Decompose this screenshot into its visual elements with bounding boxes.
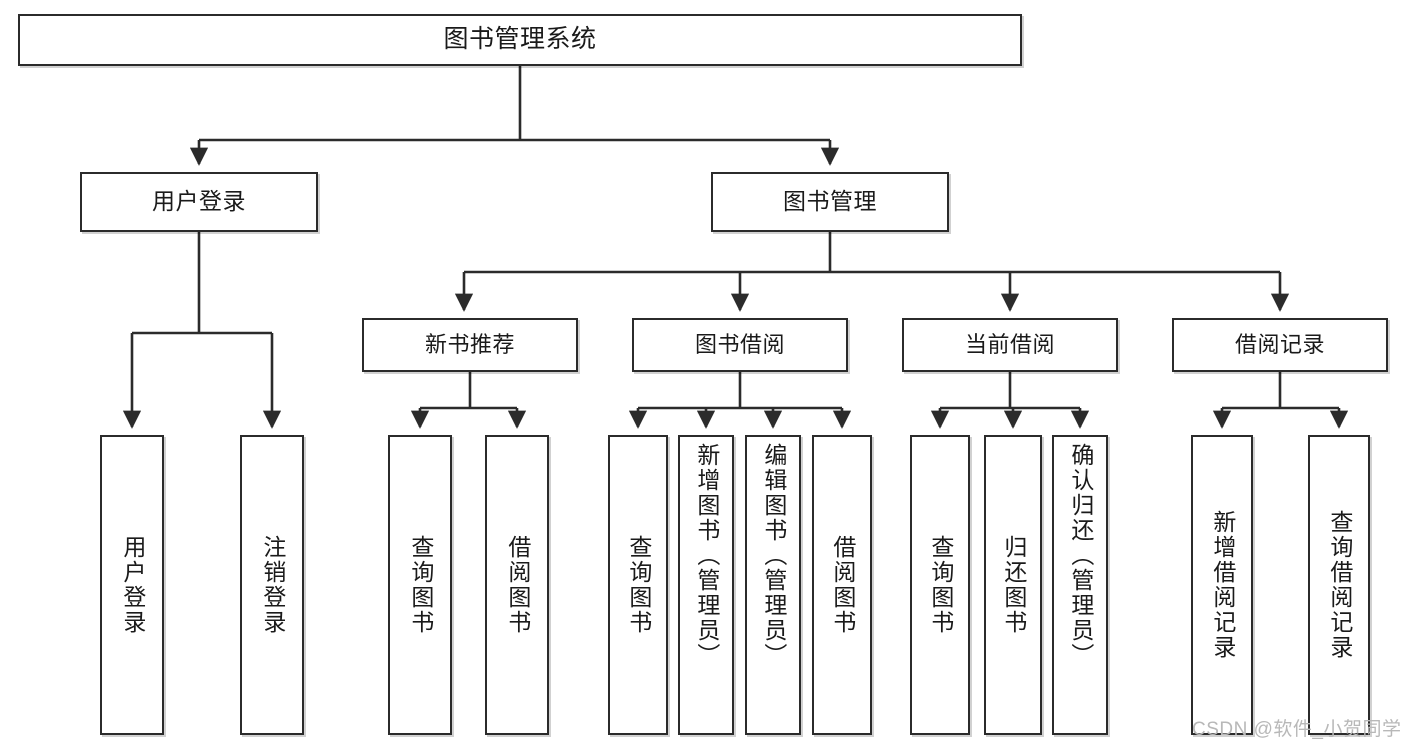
- leaf-query-book-3[interactable]: 查询图书: [910, 435, 970, 735]
- leaf-query-book-2-label: 查询图书: [625, 535, 652, 635]
- node-book-manage-label: 图书管理: [783, 188, 877, 215]
- leaf-add-record[interactable]: 新增借阅记录: [1191, 435, 1253, 735]
- node-current-borrow[interactable]: 当前借阅: [902, 318, 1118, 372]
- leaf-borrow-book-2[interactable]: 借阅图书: [812, 435, 872, 735]
- node-user-login-label: 用户登录: [152, 188, 246, 215]
- leaf-confirm-return-label: 确认归还（管理员）: [1067, 443, 1094, 668]
- leaf-borrow-book-1[interactable]: 借阅图书: [485, 435, 549, 735]
- node-new-book-rec-label: 新书推荐: [424, 332, 515, 358]
- leaf-add-book-label: 新增图书（管理员）: [693, 443, 720, 668]
- leaf-borrow-book-2-label: 借阅图书: [829, 535, 856, 635]
- leaf-edit-book[interactable]: 编辑图书（管理员）: [745, 435, 801, 735]
- leaf-query-book-1-label: 查询图书: [407, 535, 434, 635]
- leaf-logout[interactable]: 注销登录: [240, 435, 304, 735]
- csdn-watermark: CSDN @软件_小贺同学: [1192, 719, 1402, 740]
- node-root-label: 图书管理系统: [443, 25, 597, 54]
- node-new-book-rec[interactable]: 新书推荐: [362, 318, 578, 372]
- leaf-query-book-1[interactable]: 查询图书: [388, 435, 452, 735]
- node-current-borrow-label: 当前借阅: [964, 332, 1055, 358]
- leaf-query-book-2[interactable]: 查询图书: [608, 435, 668, 735]
- node-user-login[interactable]: 用户登录: [80, 172, 318, 232]
- leaf-return-book-label: 归还图书: [1000, 535, 1027, 635]
- leaf-user-login[interactable]: 用户登录: [100, 435, 164, 735]
- leaf-edit-book-label: 编辑图书（管理员）: [760, 443, 787, 668]
- leaf-user-login-label: 用户登录: [119, 535, 146, 635]
- node-book-borrow[interactable]: 图书借阅: [632, 318, 848, 372]
- leaf-query-record-label: 查询借阅记录: [1326, 510, 1353, 660]
- leaf-add-record-label: 新增借阅记录: [1209, 510, 1236, 660]
- node-book-manage[interactable]: 图书管理: [711, 172, 949, 232]
- node-borrow-record[interactable]: 借阅记录: [1172, 318, 1388, 372]
- node-book-borrow-label: 图书借阅: [694, 332, 785, 358]
- node-borrow-record-label: 借阅记录: [1234, 332, 1325, 358]
- leaf-logout-label: 注销登录: [259, 535, 286, 635]
- leaf-borrow-book-1-label: 借阅图书: [504, 535, 531, 635]
- leaf-query-book-3-label: 查询图书: [927, 535, 954, 635]
- leaf-return-book[interactable]: 归还图书: [984, 435, 1042, 735]
- node-root[interactable]: 图书管理系统: [18, 14, 1022, 66]
- leaf-confirm-return[interactable]: 确认归还（管理员）: [1052, 435, 1108, 735]
- leaf-add-book[interactable]: 新增图书（管理员）: [678, 435, 734, 735]
- leaf-query-record[interactable]: 查询借阅记录: [1308, 435, 1370, 735]
